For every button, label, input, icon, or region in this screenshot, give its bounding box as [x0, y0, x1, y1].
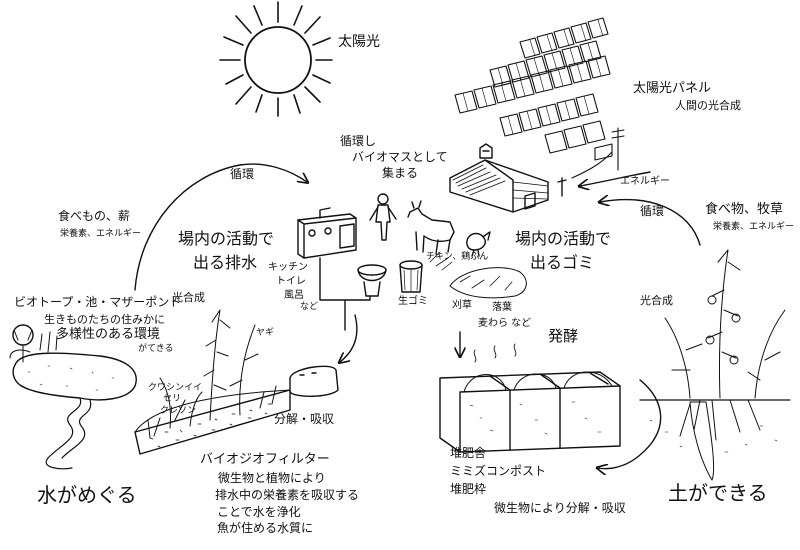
- biotope-line2: 多様性のある環境: [56, 327, 161, 342]
- food-right-main: 食べ物、牧草: [705, 202, 784, 217]
- toilet-icon: [357, 264, 387, 297]
- plant-label-a: クワシンイイ: [148, 383, 203, 393]
- compost-to-soil-arrow: [598, 379, 662, 469]
- cycle-arrow-right: [600, 200, 701, 246]
- biotope-pond: [9, 324, 137, 401]
- compost-line3: 堆肥枠: [450, 482, 487, 496]
- trash-bin-icon: [399, 260, 423, 293]
- mowed-grass-label: 刈草: [452, 300, 472, 311]
- room-kitchen: キッチン: [268, 262, 308, 273]
- drain-line1: 場内の活動で: [178, 229, 275, 248]
- energy-arrow: [580, 171, 651, 186]
- cycle-label-right: 循環: [640, 204, 665, 218]
- biotope-line3: がてきる: [138, 344, 174, 354]
- waste-line2: 出るゴミ: [530, 253, 595, 272]
- energy-label: エネルギー: [620, 176, 670, 187]
- water-cycle-label: 水がめぐる: [37, 483, 137, 507]
- sun-label: 太陽光: [338, 34, 380, 50]
- compost-bins: [439, 343, 621, 453]
- vegetable-garden: [639, 249, 791, 481]
- kitchen-scraps-label: 生ゴミ: [398, 296, 428, 307]
- decompose-label-left: 分解・吸収: [274, 412, 335, 426]
- room-etc: など: [300, 302, 319, 312]
- solar-panel-subtitle: 人間の光合成: [675, 99, 741, 112]
- kitchen-unit-icon: [297, 207, 357, 259]
- solar-panel-title: 太陽光パネル: [633, 81, 712, 96]
- room-toilet: トイレ: [276, 276, 306, 287]
- photosynthesis-right: 光合成: [640, 294, 673, 307]
- sun-icon: [219, 1, 333, 117]
- food-left-main: 食べもの、薪: [58, 209, 131, 223]
- filter-plants: [147, 309, 277, 439]
- filter-line1: 微生物と植物により: [218, 471, 326, 485]
- biogeo-filter: [134, 365, 339, 455]
- room-bath: 風呂: [284, 290, 304, 301]
- person-icon: [369, 193, 397, 241]
- plant-label-b: セリ: [163, 394, 182, 404]
- drain-arrow: [340, 314, 358, 362]
- gather-line2: バイオマスとして: [352, 150, 448, 164]
- stream: [45, 397, 82, 470]
- filter-line4: 魚が住める水質に: [217, 521, 314, 535]
- filter-title: バイオジオフィルター: [200, 452, 330, 467]
- gather-line3: 集まる: [382, 166, 419, 180]
- gather-line1: 循環し: [340, 134, 377, 148]
- solar-panel-array: [454, 17, 625, 179]
- soil-label: 土ができる: [668, 481, 768, 505]
- filter-line2: 排水中の栄養素を吸収する: [215, 488, 360, 502]
- biotope-title: ビオトープ・池・マザーポンド: [14, 295, 182, 309]
- food-right-sub: 栄養素、エネルギー: [713, 222, 795, 232]
- cycle-arrow-left: [134, 163, 307, 291]
- cycle-label-left: 循環: [230, 167, 255, 181]
- ferment-label: 発酵: [548, 327, 579, 345]
- compost-materials: [429, 251, 527, 299]
- chicken-icon: [466, 231, 491, 257]
- drain-line2: 出る排水: [193, 253, 258, 272]
- goat-icon: [407, 200, 455, 255]
- compost-line4: 微生物により分解・吸収: [494, 501, 626, 515]
- food-left-sub: 栄養素、エネルギー: [60, 229, 142, 239]
- straw-label: 麦わら など: [478, 318, 532, 329]
- fallen-leaves-label: 落葉: [492, 302, 512, 313]
- biotope-line1: 生きものたちの住みかに: [44, 313, 165, 326]
- plant-label-yagi: ヤギ: [256, 328, 275, 338]
- animal-feed-label: チキン、鶏ふん: [426, 252, 489, 262]
- barn-icon: [449, 143, 567, 213]
- drain-pipe: [319, 257, 371, 331]
- compost-line2: ミミズコンポスト: [450, 464, 547, 478]
- compost-line1: 堆肥舎: [450, 446, 487, 460]
- filter-line3: ことで水を浄化: [217, 505, 301, 519]
- photosynthesis-left: 光合成: [172, 291, 205, 304]
- plant-label-watercress: クレソン: [160, 406, 197, 416]
- waste-line1: 場内の活動で: [515, 229, 612, 248]
